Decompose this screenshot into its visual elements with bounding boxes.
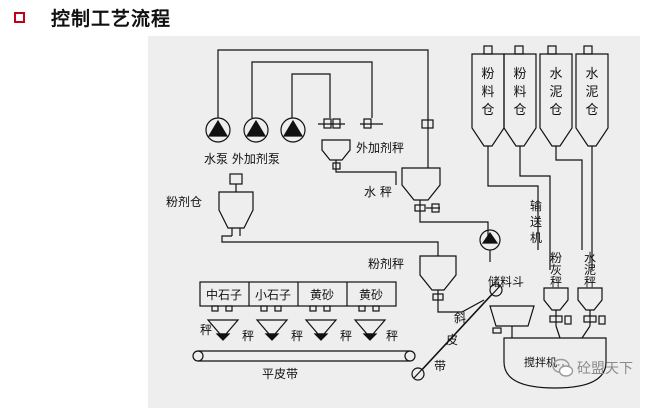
silo-labels: 粉 料 仓 粉 料 仓 水 泥 仓 水 泥 仓 [481, 67, 598, 118]
aggregate-bin-2-label: 小石子 [255, 288, 291, 302]
additive-scale [321, 139, 397, 185]
water-scale [401, 167, 489, 238]
incline-belt-label-3: 带 [434, 359, 446, 373]
silo-4 [575, 45, 609, 147]
silo-3-char-2: 泥 [549, 85, 562, 100]
powder-agent-scale [419, 255, 485, 313]
wechat-logo-icon [552, 358, 574, 377]
additive-pump [280, 117, 306, 143]
weigher-label-3: 秤 [291, 329, 303, 343]
storage-hopper-label: 储料斗 [488, 274, 524, 289]
silo-3 [539, 45, 573, 147]
aggregate-bin-4-label: 黄砂 [359, 288, 383, 302]
silo-1-char-2: 料 [481, 85, 494, 100]
powder-scale-label-2: 灰 [550, 263, 562, 277]
incline-belt-label-2: 皮 [446, 333, 458, 347]
aggregate-weighers [206, 319, 387, 341]
silo-3-char-3: 仓 [549, 103, 562, 118]
diagram-panel: 粉 料 仓 粉 料 仓 水 泥 仓 水 泥 仓 水泵 外加剂泵 外加剂秤 水 秤… [148, 36, 640, 408]
powder-agent-bin-label: 粉剂仓 [166, 194, 202, 209]
powder-scale-label-3: 秤 [550, 275, 562, 289]
powder-agent-bin [218, 173, 439, 256]
conveyor-label-1: 输 [530, 198, 542, 213]
silo-group [471, 45, 609, 270]
pump-group [205, 117, 306, 143]
mixer-label: 搅拌机 [524, 355, 557, 369]
aggregate-bins [199, 281, 397, 312]
silo-4-char-2: 泥 [585, 85, 598, 100]
valve-icon [318, 118, 434, 129]
slide-title: 控制工艺流程 [14, 2, 171, 32]
water-pump-1 [205, 117, 231, 143]
aggregate-bin-1-label: 中石子 [206, 287, 242, 302]
screw-conveyor-icon [479, 229, 501, 262]
title-text: 控制工艺流程 [51, 7, 172, 30]
water-pump-2 [243, 117, 269, 143]
incline-belt-label-1: 斜 [454, 311, 466, 325]
silo-3-char-1: 水 [549, 67, 562, 82]
cement-scale-label-2: 泥 [584, 263, 596, 277]
silo-2-char-1: 粉 [513, 67, 526, 82]
water-scale-label: 水 秤 [364, 185, 392, 199]
silo-4-char-1: 水 [585, 67, 598, 82]
watermark: 砼盟天下 [552, 355, 633, 381]
cement-scale-label-1: 水 [584, 251, 596, 265]
weigher-label-1: 秤 [200, 323, 212, 337]
additive-scale-label: 外加剂秤 [356, 140, 404, 155]
conveyor-label-2: 送 [530, 214, 542, 229]
mixer [503, 337, 607, 389]
flat-belt-label: 平皮带 [262, 367, 298, 381]
silo-2 [503, 45, 537, 147]
pump-label: 水泵 外加剂泵 [204, 151, 280, 166]
weigher-label-4: 秤 [340, 329, 352, 343]
powder-agent-scale-label: 粉剂秤 [368, 256, 404, 271]
weigher-label-2: 秤 [242, 329, 254, 343]
storage-hopper [489, 305, 535, 338]
silo-2-char-3: 仓 [513, 103, 526, 118]
process-diagram: 粉 料 仓 粉 料 仓 水 泥 仓 水 泥 仓 水泵 外加剂泵 外加剂秤 水 秤… [166, 45, 609, 389]
silo-2-char-2: 料 [513, 85, 526, 100]
weigher-label-5: 秤 [386, 329, 398, 343]
silo-4-char-3: 仓 [585, 103, 598, 118]
conveyor-label-3: 机 [530, 231, 542, 245]
diagram-labels: 水泵 外加剂泵 外加剂秤 水 秤 粉剂仓 粉剂秤 储料斗 平皮带 搅拌机 输 送… [166, 140, 596, 381]
aggregate-bin-3-label: 黄砂 [310, 288, 334, 302]
flat-belt [192, 350, 416, 362]
cement-scale [577, 287, 606, 339]
silo-1-char-1: 粉 [481, 67, 494, 82]
incline-belt [411, 283, 503, 381]
powder-scale-label-1: 粉 [550, 251, 562, 265]
title-square-bullet-icon [14, 11, 25, 23]
watermark-text: 砼盟天下 [577, 361, 633, 377]
cement-scale-label-3: 秤 [584, 275, 596, 289]
powder-scale [543, 287, 572, 339]
silo-1-char-3: 仓 [481, 103, 494, 118]
